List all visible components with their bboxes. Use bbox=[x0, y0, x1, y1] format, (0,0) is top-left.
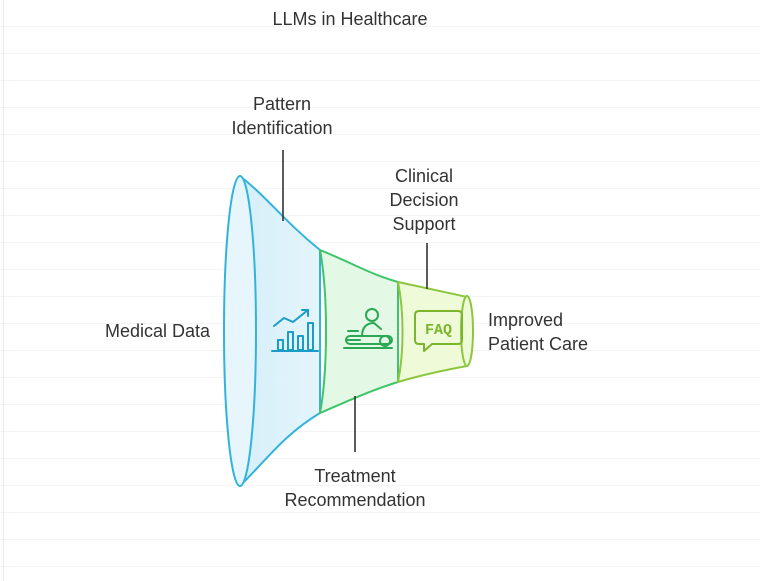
label-improved-patient-care: Improved Patient Care bbox=[488, 310, 589, 354]
label-treatment-recommendation: Treatment Recommendation bbox=[284, 466, 426, 510]
margin-line bbox=[3, 0, 4, 581]
diagram-title: LLMs in Healthcare bbox=[272, 9, 428, 29]
svg-text:FAQ: FAQ bbox=[425, 322, 452, 339]
funnel-segment-treatment bbox=[319, 249, 399, 414]
funnel-segment-decision-support bbox=[397, 281, 468, 383]
patient-treatment-icon bbox=[343, 308, 393, 349]
funnel-mouth bbox=[223, 175, 257, 487]
chart-growth-icon bbox=[271, 309, 319, 352]
label-clinical-decision-support: Clinical Decision Support bbox=[389, 166, 459, 234]
faq-icon: FAQ bbox=[414, 310, 463, 352]
label-pattern-identification: Pattern Identification bbox=[231, 94, 333, 138]
label-medical-data: Medical Data bbox=[104, 321, 210, 341]
